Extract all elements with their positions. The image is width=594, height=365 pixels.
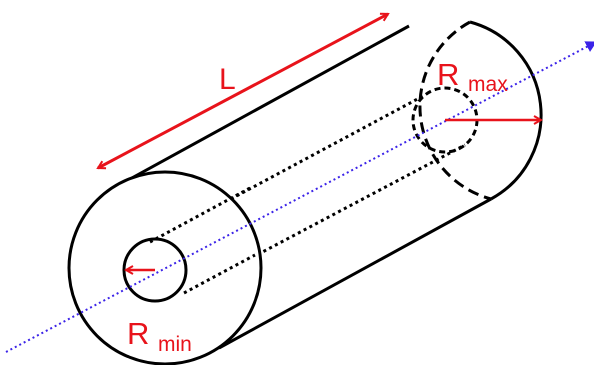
back-outer-circle-visible <box>469 20 543 201</box>
back-outer-circle-hidden <box>418 20 492 201</box>
r-min-label-sub: min <box>158 333 192 356</box>
r-min-label: R min <box>127 316 192 356</box>
bore-bottom-line-front <box>183 253 256 295</box>
length-arrow <box>98 12 388 170</box>
cylinder-bottom-edge <box>218 197 492 350</box>
r-min-label-main: R <box>127 316 149 351</box>
r-max-label-main: R <box>437 57 459 92</box>
r-max-label: R max <box>437 57 508 96</box>
r-max-label-sub: max <box>468 73 508 96</box>
length-label: L <box>219 63 236 96</box>
cylinder-axis <box>5 41 594 353</box>
cylinder-top-edge <box>109 24 410 192</box>
